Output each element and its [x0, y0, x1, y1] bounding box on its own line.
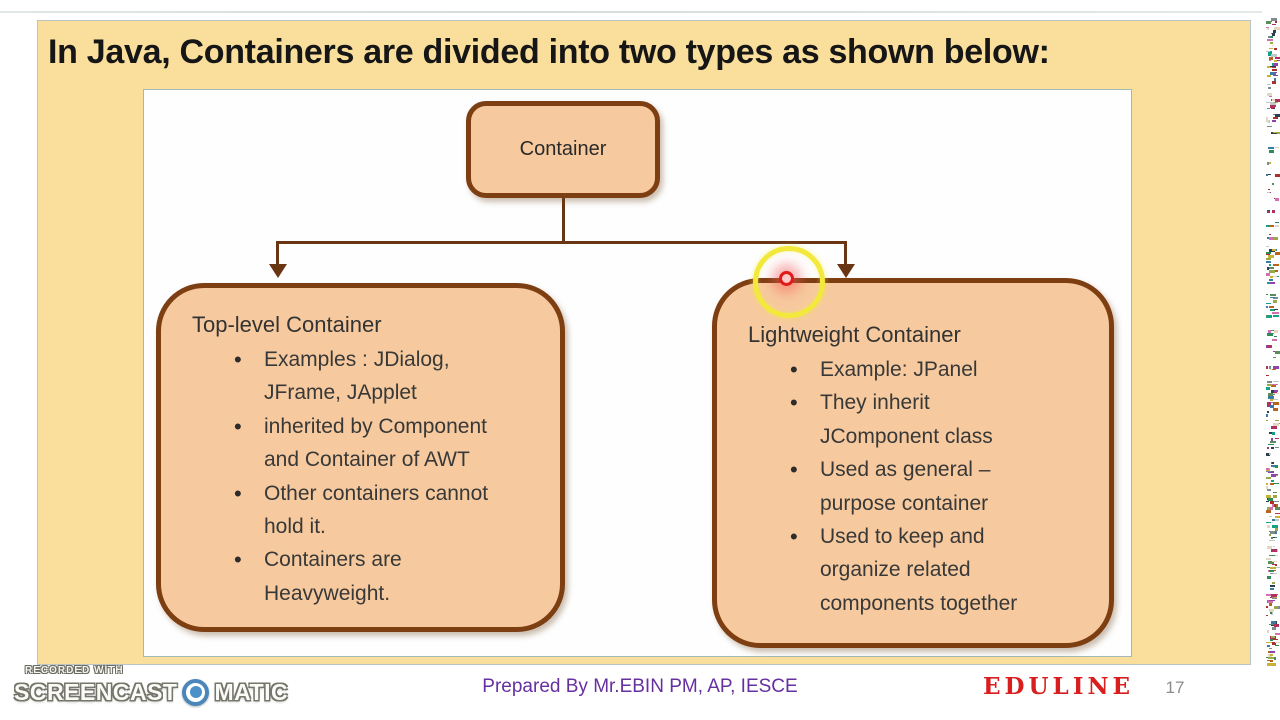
- watermark-matic-text: MATIC: [214, 678, 289, 705]
- connector-stem: [562, 196, 565, 244]
- cursor-dot-icon: [779, 271, 794, 286]
- top-level-container-heading: Top-level Container: [192, 312, 382, 337]
- arrow-down-left-icon: [269, 264, 287, 278]
- connector-drop-left: [276, 241, 279, 267]
- top-level-container-node: Top-level Container Examples : JDialog, …: [156, 283, 565, 632]
- page-number: 17: [1165, 678, 1185, 697]
- bullet-item: Used as general – purpose container: [790, 453, 1099, 520]
- arrow-down-right-icon: [837, 264, 855, 278]
- bullet-item: Example: JPanel: [790, 353, 1099, 387]
- slide-title: In Java, Containers are divided into two…: [48, 33, 1050, 71]
- bullet-item: They inherit JComponent class: [790, 386, 1099, 453]
- screencast-o-matic-circle-dot: [189, 686, 202, 698]
- lightweight-container-node: Lightweight Container Example: JPanelThe…: [712, 278, 1114, 648]
- container-root-label: Container: [519, 138, 607, 160]
- video-noise-strip: [1266, 18, 1280, 666]
- top-level-container-bullets: Examples : JDialog, JFrame, JAppletinher…: [234, 343, 550, 610]
- cursor-halo-icon: [753, 246, 825, 318]
- connector-drop-right: [844, 241, 847, 267]
- bullet-item: Other containers cannot hold it.: [234, 477, 550, 544]
- watermark-screencast-text: SCREENCAST: [14, 678, 178, 705]
- bullet-item: inherited by Component and Container of …: [234, 410, 550, 477]
- connector-horizontal: [276, 241, 847, 244]
- eduline-logo: EDULINE: [983, 673, 1135, 700]
- video-artifact-line: [0, 11, 1262, 13]
- watermark-recorded-with: RECORDED WITH: [25, 665, 124, 676]
- bullet-item: Used to keep and organize related compon…: [790, 520, 1099, 620]
- screencast-o-matic-circle-icon: [182, 678, 210, 706]
- container-root-node: Container: [466, 101, 660, 198]
- footer-credit: Prepared By Mr.EBIN PM, AP, IESCE: [482, 676, 798, 697]
- bullet-item: Examples : JDialog, JFrame, JApplet: [234, 343, 550, 410]
- lightweight-container-heading: Lightweight Container: [748, 322, 961, 347]
- lightweight-container-bullets: Example: JPanelThey inherit JComponent c…: [790, 353, 1099, 620]
- bullet-item: Containers are Heavyweight.: [234, 543, 550, 610]
- watermark-brand-row: SCREENCAST MATIC: [14, 677, 288, 707]
